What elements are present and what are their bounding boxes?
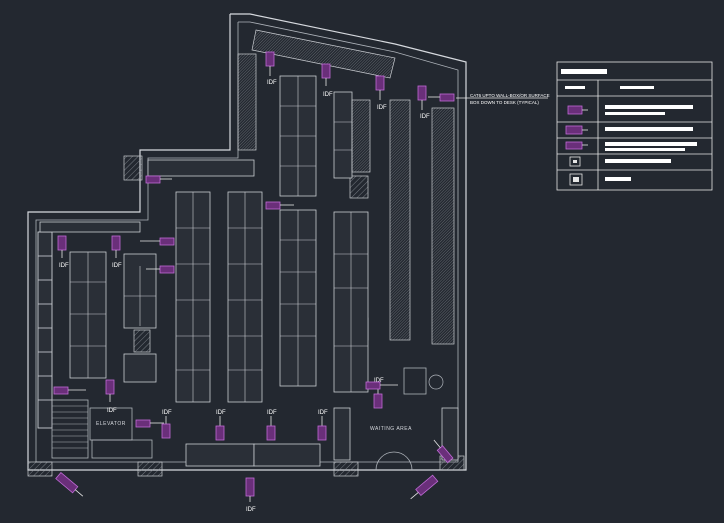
data-outlet xyxy=(135,419,164,428)
legend-row-3-text xyxy=(605,142,697,146)
idf-outlet: IDF xyxy=(245,477,256,513)
idf-label: IDF xyxy=(377,105,387,111)
legend-row-3-text-2 xyxy=(605,148,685,151)
idf-label: IDF xyxy=(112,263,122,269)
wall-box-icon xyxy=(567,105,588,115)
legend-row-1-text xyxy=(605,105,693,109)
legend-row-5-text xyxy=(605,177,631,181)
elevator-stair-area: ELEVATOR xyxy=(51,399,153,459)
legend-header-symbol xyxy=(565,86,585,89)
legend-row-2-text xyxy=(605,127,693,131)
idf-outlet: IDF xyxy=(266,410,277,441)
elevator-label: ELEVATOR xyxy=(96,421,126,427)
legend-row-1-text-2 xyxy=(605,112,665,115)
data-outlet xyxy=(410,474,439,500)
legend-title xyxy=(561,69,607,74)
floor-box-icon xyxy=(569,173,583,186)
cable-note: CAT6 UPTO WALL-BOX/OR SURFACE BOX DOWN T… xyxy=(456,93,550,105)
waiting-area: WAITING AREA xyxy=(370,367,444,471)
ceiling-access-point-icon xyxy=(565,125,588,135)
idf-outlet: IDF xyxy=(111,235,122,269)
waiting-area-label: WAITING AREA xyxy=(370,426,412,432)
idf-label: IDF xyxy=(267,80,277,86)
data-outlet xyxy=(53,386,86,395)
idf-outlet: IDF xyxy=(57,235,69,269)
data-outlet xyxy=(55,471,84,497)
idf-label: IDF xyxy=(323,92,333,98)
data-outlet xyxy=(145,175,172,184)
idf-outlet: IDF xyxy=(417,85,430,120)
idf-label: IDF xyxy=(162,410,172,416)
idf-label: IDF xyxy=(216,410,226,416)
left-wall-cabinets xyxy=(37,159,255,429)
data-outlet xyxy=(146,265,175,274)
idf-label: IDF xyxy=(267,410,277,416)
idf-outlet: IDF xyxy=(375,75,387,111)
data-outlet xyxy=(365,381,398,390)
idf-outlet: IDF xyxy=(265,51,277,86)
idf-outlet: IDF xyxy=(161,410,172,439)
top-counter xyxy=(251,29,396,79)
data-outlet xyxy=(428,93,455,102)
data-outlet-icon xyxy=(569,156,581,167)
wall-access-point-icon xyxy=(565,141,588,150)
legend xyxy=(556,61,713,191)
data-outlet xyxy=(265,201,294,210)
note-line-1: CAT6 UPTO WALL-BOX/OR SURFACE xyxy=(470,93,550,98)
idf-label: IDF xyxy=(374,378,384,384)
data-outlet xyxy=(433,439,454,464)
idf-devices: IDF IDF IDF IDF IDF IDF IDF IDF IDF IDF … xyxy=(53,51,455,513)
idf-label: IDF xyxy=(107,408,117,414)
note-line-2: BOX DOWN TO DESK (TYPICAL) xyxy=(470,100,539,105)
idf-outlet: IDF xyxy=(321,63,333,98)
legend-row-4-text xyxy=(605,159,671,163)
idf-outlet: IDF xyxy=(215,410,226,441)
idf-label: IDF xyxy=(318,410,328,416)
shelving xyxy=(69,53,459,467)
legend-header-description xyxy=(620,86,654,89)
idf-label: IDF xyxy=(59,263,69,269)
idf-outlet: IDF xyxy=(105,379,117,414)
data-outlet xyxy=(140,237,175,246)
idf-label: IDF xyxy=(246,507,256,513)
idf-outlet: IDF xyxy=(317,410,328,441)
idf-label: IDF xyxy=(420,114,430,120)
